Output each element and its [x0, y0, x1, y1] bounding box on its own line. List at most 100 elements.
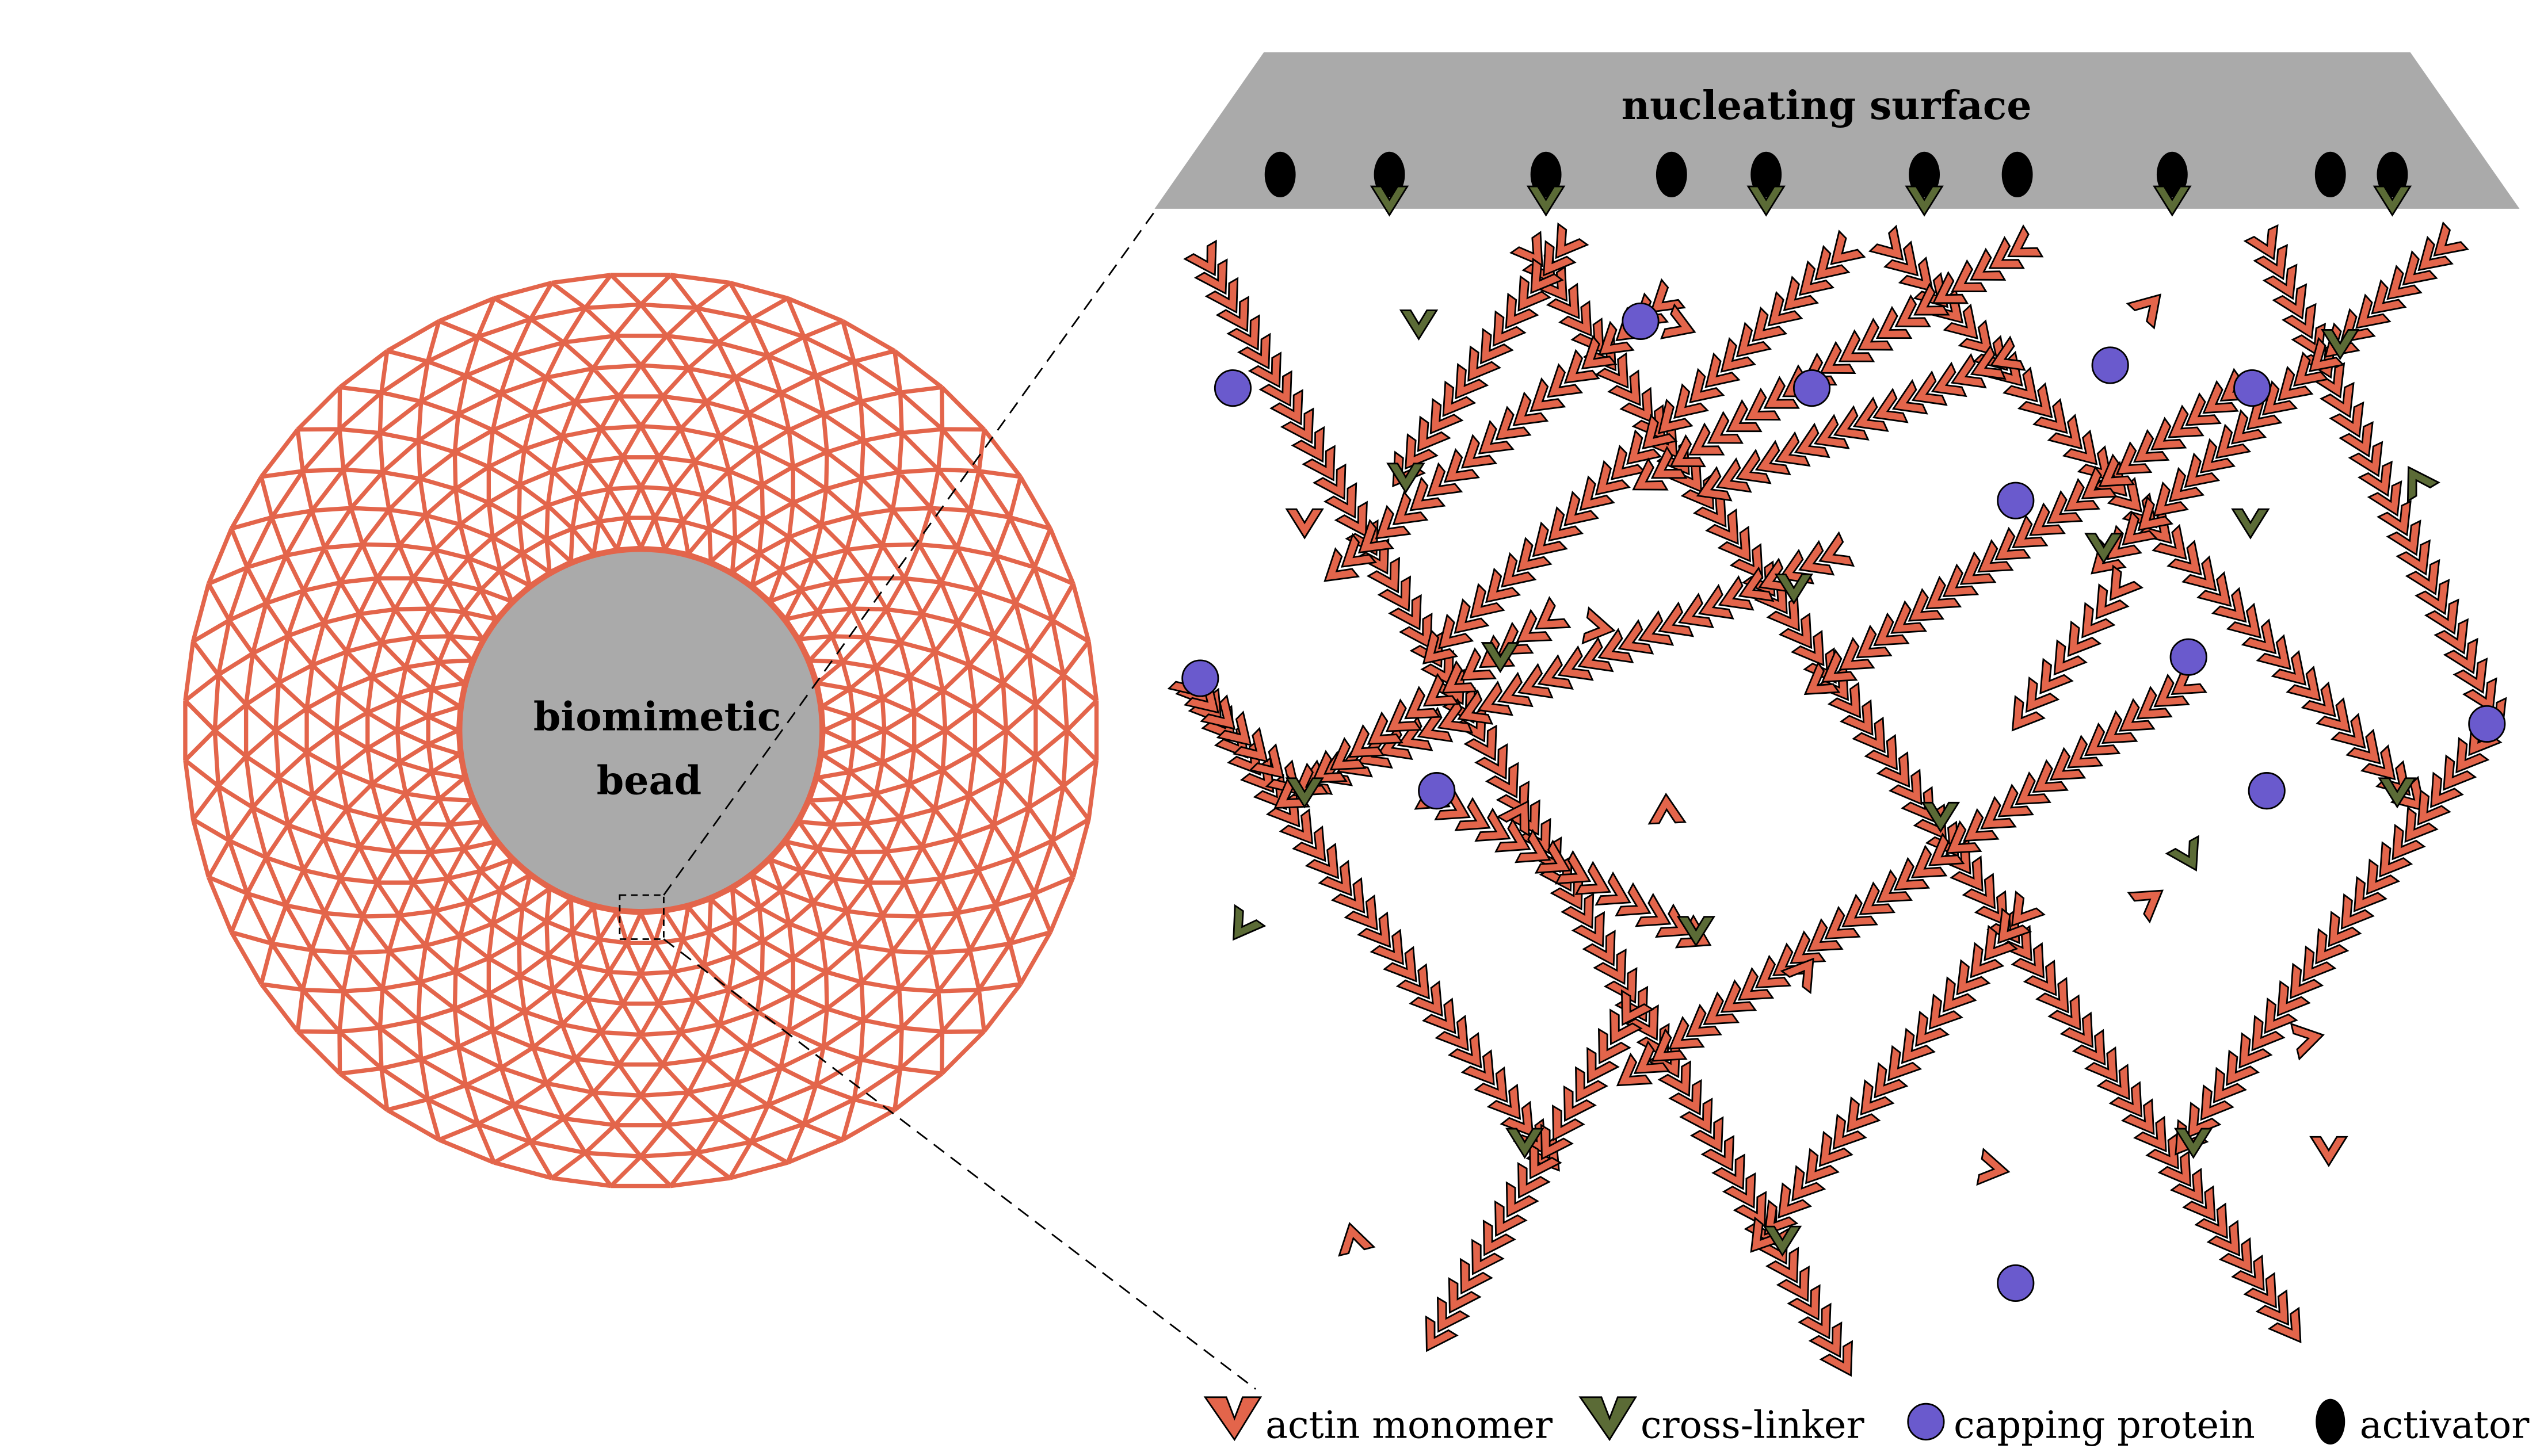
actin-monomer — [1574, 861, 1612, 895]
actin-monomer — [2272, 283, 2307, 320]
actin-monomer — [2145, 1133, 2179, 1170]
legend-label: activator — [2360, 1404, 2530, 1447]
actin-monomer — [1269, 389, 1303, 426]
actin-monomer — [1942, 976, 1977, 1013]
actin-monomer — [1593, 948, 1627, 985]
actin-filament — [1803, 368, 2256, 695]
actin-monomer — [1928, 832, 1965, 866]
actin-monomer — [1183, 239, 1217, 277]
actin-monomer — [2012, 514, 2049, 549]
actin-monomer — [1370, 928, 1404, 965]
actin-monomer — [2062, 429, 2098, 465]
actin-monomer — [2353, 876, 2388, 912]
actin-monomer — [1422, 672, 1460, 707]
actin-monomer — [2182, 1185, 2216, 1222]
actin-monomer — [2153, 673, 2190, 708]
actin-monomer — [2084, 722, 2121, 756]
actin-monomer — [2226, 602, 2262, 639]
actin-monomer-icon — [1203, 1396, 1263, 1442]
actin-monomer — [2109, 564, 2144, 601]
actin-monomer — [1215, 295, 1249, 333]
actin-monomer — [1698, 583, 1734, 620]
actin-filament — [1392, 222, 1589, 488]
free-cross-linker — [1233, 904, 1267, 941]
actin-monomer — [1814, 244, 1851, 281]
actin-monomer — [1248, 351, 1282, 388]
actin-monomer — [1798, 1302, 1832, 1340]
actin-monomer — [2049, 747, 2087, 781]
zoom-line-bottom — [663, 938, 1257, 1390]
actin-monomer — [1807, 918, 1844, 952]
actin-monomer — [2309, 337, 2345, 372]
actin-monomer — [1868, 224, 1904, 261]
actin-monomer — [1417, 415, 1451, 452]
actin-monomer — [2293, 351, 2329, 387]
actin-monomer — [1367, 711, 1403, 745]
actin-monomer — [2067, 620, 2102, 658]
actin-monomer — [1763, 376, 1800, 409]
actin-monomer — [2371, 279, 2407, 315]
actin-monomer — [1397, 715, 1433, 751]
actin-monomer — [1766, 595, 1800, 632]
actin-monomer — [1385, 698, 1422, 732]
actin-monomer — [1497, 671, 1534, 708]
zoom-region-box — [619, 894, 665, 940]
actin-monomer — [1950, 353, 1987, 389]
activator — [1264, 151, 1296, 198]
actin-monomer — [2276, 980, 2311, 1017]
actin-monomer — [1422, 629, 1459, 665]
actin-monomer — [2238, 1032, 2273, 1069]
actin-monomer — [1668, 1015, 1705, 1050]
capping-protein — [2233, 369, 2271, 407]
actin-monomer — [1548, 506, 1584, 542]
actin-monomer — [1348, 724, 1385, 758]
actin-monomer — [2137, 495, 2174, 532]
actin-monomer — [1459, 1258, 1493, 1295]
actin-monomer — [1563, 490, 1600, 526]
actin-monomer — [1737, 966, 1775, 1001]
actin-monomer — [1970, 344, 2007, 380]
actin-monomer — [1883, 240, 1919, 277]
actin-monomer — [1509, 231, 1543, 267]
actin-monomer — [1821, 649, 1858, 683]
actin-monomer — [1914, 1010, 1950, 1047]
actin-monomer — [1517, 663, 1554, 699]
actin-monomer — [1839, 699, 1874, 736]
actin-monomer — [2430, 771, 2464, 808]
actin-monomer — [1932, 271, 1969, 304]
actin-monomer — [2047, 414, 2083, 450]
actin-monomer — [2345, 728, 2381, 765]
actin-monomer — [1798, 260, 1835, 296]
actin-monomer — [2267, 1306, 2302, 1343]
actin-monomer — [1409, 476, 1446, 511]
actin-monomer — [1537, 654, 1574, 690]
actin-monomer — [1715, 457, 1752, 493]
capping-protein — [2248, 772, 2286, 810]
free-cross-linker — [1399, 309, 1439, 341]
actin-monomer — [2206, 1220, 2241, 1257]
bead-label-line2: bead — [597, 758, 701, 804]
actin-monomer — [2455, 736, 2490, 774]
actin-monomer — [1852, 716, 1886, 754]
actin-monomer — [2059, 1011, 2094, 1049]
cross-linker — [1746, 185, 1786, 217]
actin-monomer — [2453, 657, 2488, 694]
capping-protein — [2468, 705, 2506, 743]
actin-monomer — [1305, 842, 1340, 880]
actin-monomer — [1736, 322, 1772, 358]
actin-monomer — [1494, 1200, 1528, 1237]
actin-monomer — [1928, 993, 1963, 1030]
actin-monomer — [1839, 637, 1875, 671]
actin-monomer — [1833, 405, 1870, 441]
free-actin-monomer — [1976, 1148, 2011, 1186]
actin-monomer — [2081, 465, 2118, 500]
actin-monomer — [1454, 598, 1490, 634]
actin-monomer — [1357, 518, 1394, 554]
actin-monomer — [1642, 414, 1678, 450]
actin-monomer — [1532, 521, 1568, 557]
actin-monomer — [2277, 365, 2314, 402]
actin-monomer — [1505, 292, 1539, 330]
capping-protein — [1997, 1264, 2035, 1302]
cross-linker — [1905, 185, 1944, 217]
actin-monomer — [2200, 1084, 2234, 1121]
